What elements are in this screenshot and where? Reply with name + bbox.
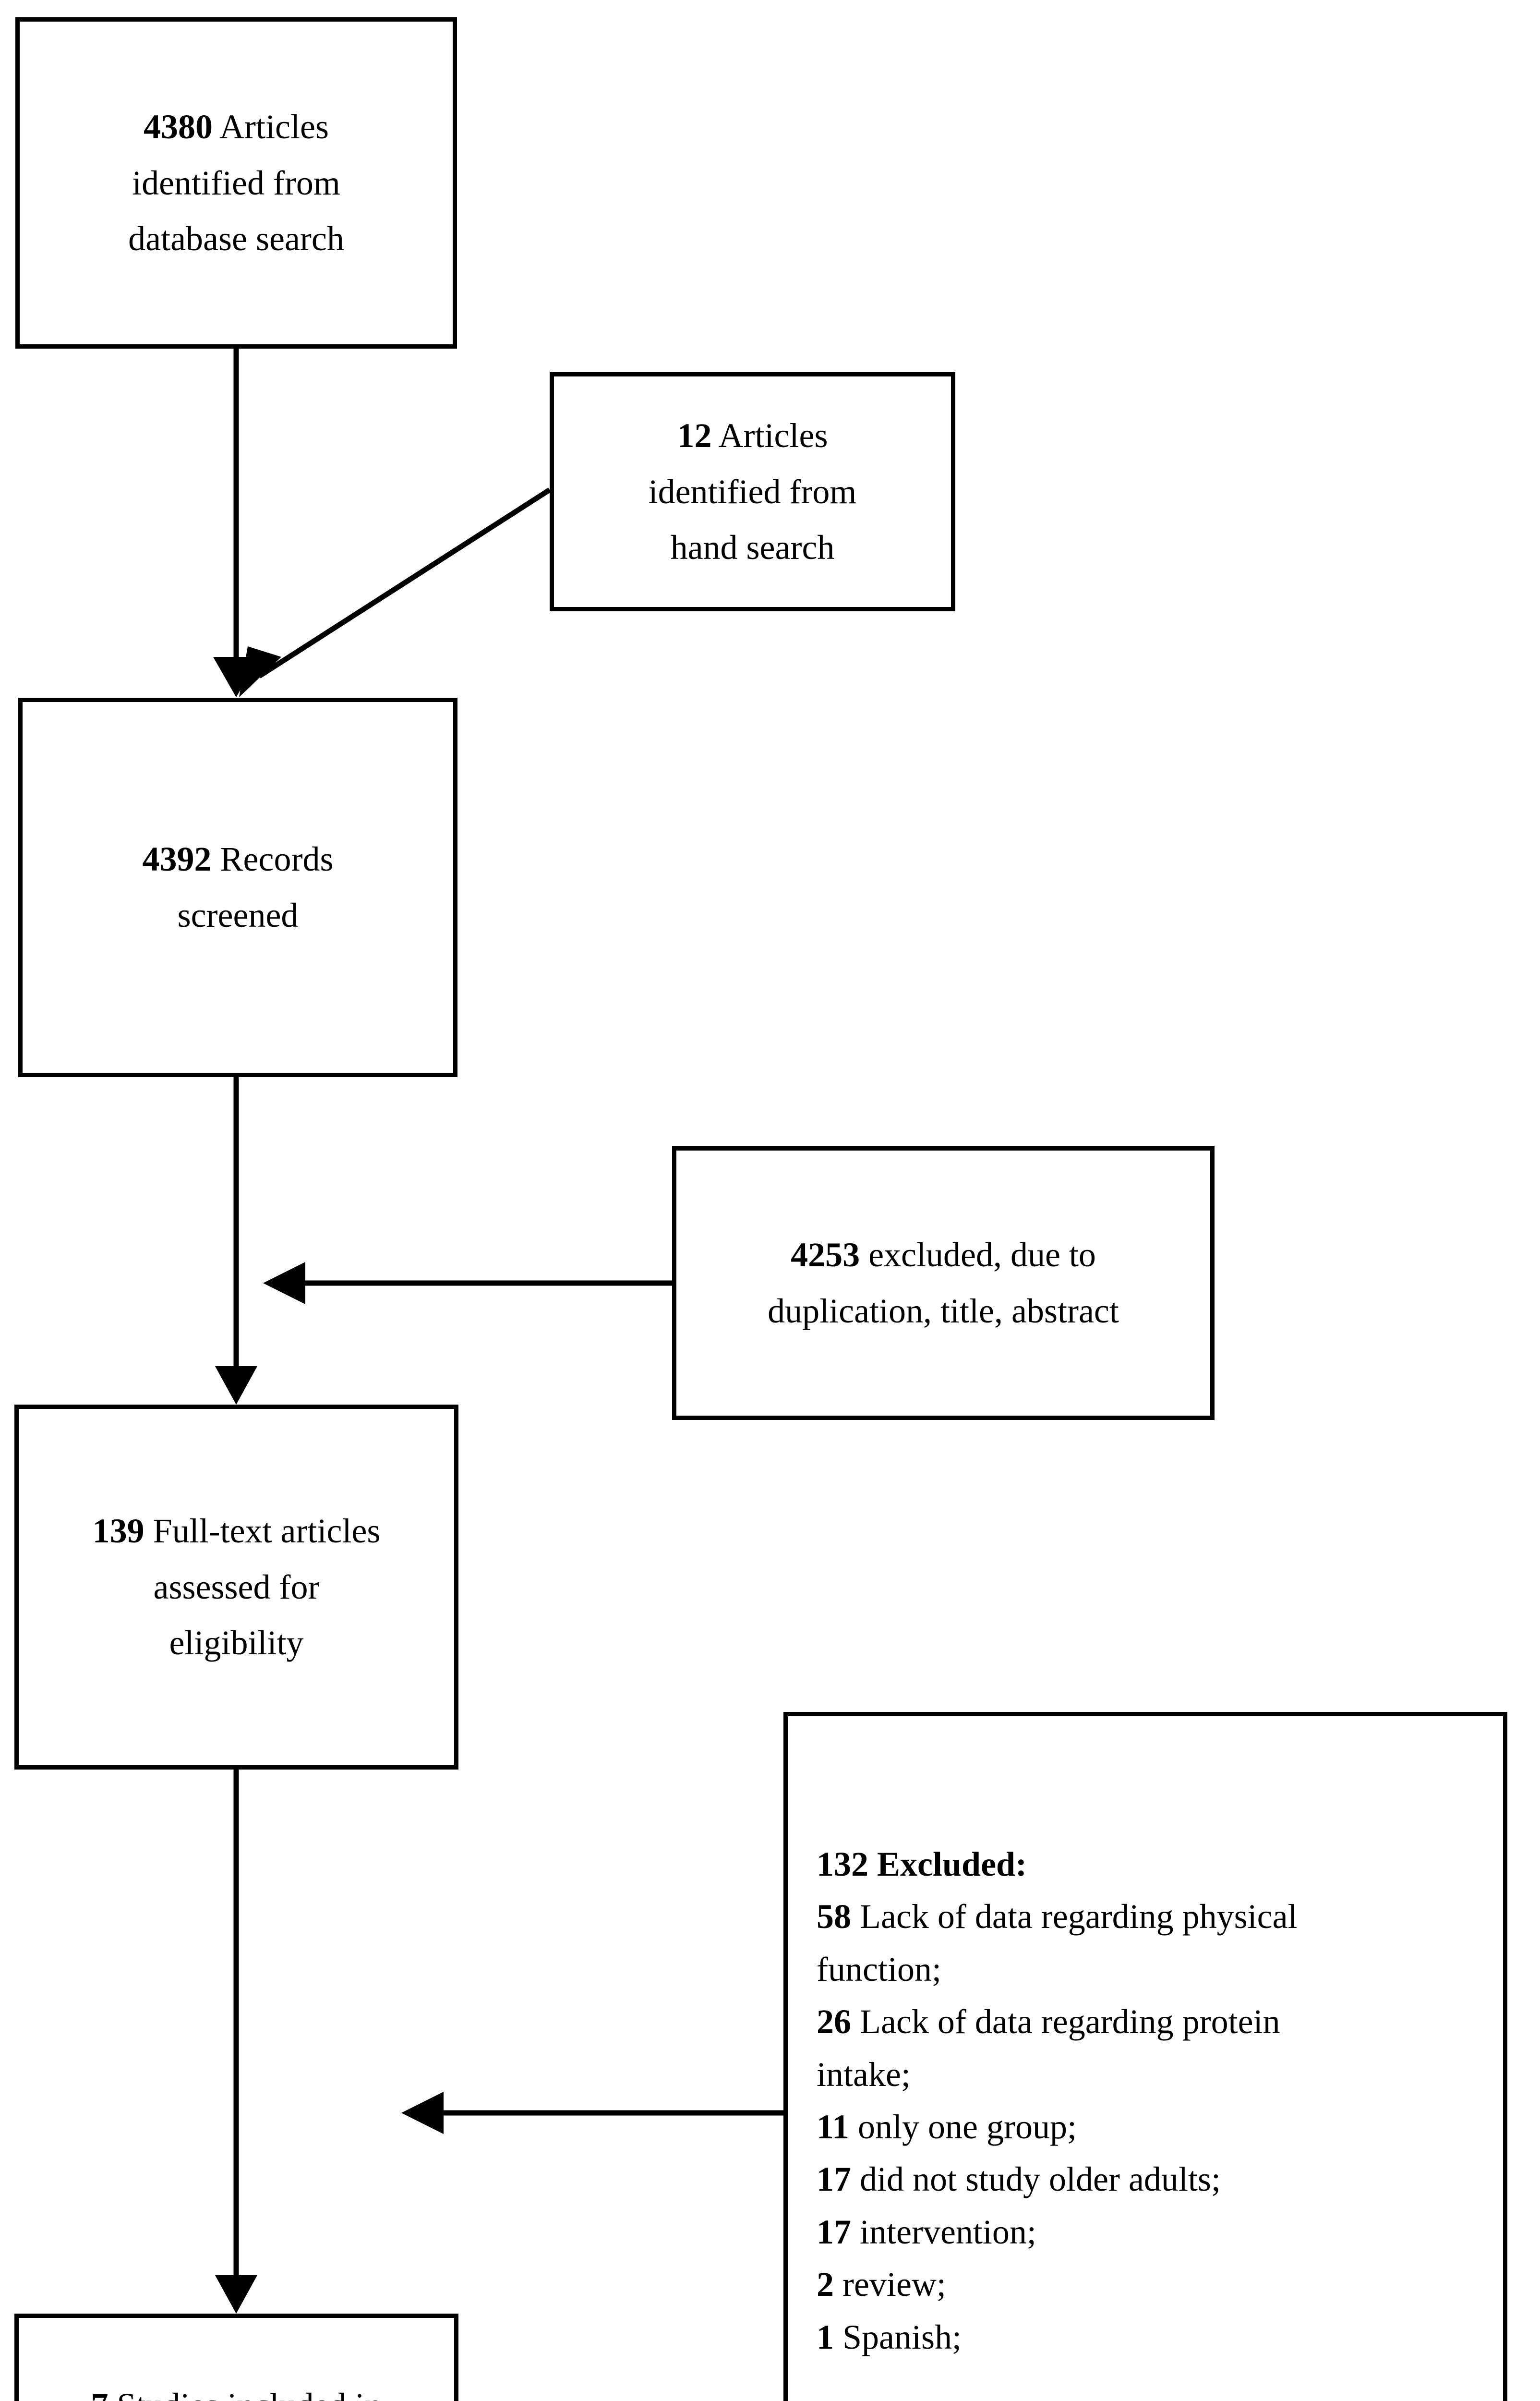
excluded-reason-row: 17 intervention; [817,2206,1474,2258]
box-fulltext-assessed-text-1: Full-text articles [144,1512,381,1551]
excluded-reason-text: Lack of data regarding protein [851,2002,1280,2041]
excluded-reason-row: 11 only one group; [817,2101,1474,2153]
box-hand-search-text-1: Articles [711,416,828,455]
box-excluded-fulltext-heading: 132 Excluded: [817,1838,1474,1891]
box-records-screened-line-1: 4392 Records [143,831,334,887]
excluded-reason-text: function; [817,1950,941,1989]
excluded-reason-row: 2 review; [817,2258,1474,2311]
excluded-reason-text: did not study older adults; [851,2160,1221,2199]
box-excluded-fulltext: 132 Excluded: 58 Lack of data regarding … [783,1712,1507,2401]
excluded-reason-row: intake; [817,2049,1474,2101]
box-fulltext-assessed-line-3: eligibility [169,1624,304,1662]
excluded-reason-count: 11 [817,2108,850,2146]
box-excluded-screening-text-1: excluded, due to [860,1236,1096,1274]
excluded-reason-text: Lack of data regarding physical [851,1897,1298,1936]
box-database-search: 4380 Articles identified from database s… [15,17,457,349]
excluded-reason-count: 17 [817,2160,851,2199]
excluded-reason-text: intake; [817,2055,911,2094]
box-hand-search-line-3: hand search [670,528,835,567]
box-excluded-screening: 4253 excluded, due to duplication, title… [672,1146,1215,1420]
box-included-text-1: Studies included in [108,2386,382,2401]
box-fulltext-assessed-count: 139 [92,1512,144,1551]
box-hand-search-count: 12 [677,416,712,455]
box-records-screened-count: 4392 [142,840,212,879]
box-fulltext-assessed-line-1: 139 Full-text articles [93,1503,381,1559]
box-database-search-line-2: identified from [132,163,340,202]
excluded-reason-count: 1 [817,2317,834,2356]
excluded-reason-text: only one group; [849,2108,1077,2146]
excluded-reason-row: 26 Lack of data regarding protein [817,1996,1474,2048]
box-database-search-count: 4380 [144,108,213,146]
connector-excluded-screening [263,1262,672,1304]
box-database-search-line-3: database search [128,219,344,258]
box-hand-search-line-2: identified from [648,472,857,511]
box-records-screened: 4392 Records screened [18,698,457,1077]
box-fulltext-assessed: 139 Full-text articles assessed for elig… [14,1405,458,1770]
excluded-reason-text: intervention; [851,2212,1036,2251]
excluded-reason-text: review; [834,2265,946,2304]
box-fulltext-assessed-line-2: assessed for [153,1567,320,1606]
connector-database-to-screened [213,349,259,697]
box-records-screened-line-2: screened [177,896,299,934]
excluded-reason-row: 58 Lack of data regarding physical [817,1891,1474,1943]
box-included-count: 7 [91,2386,108,2401]
box-records-screened-text-1: Records [211,840,334,879]
excluded-reason-count: 17 [817,2212,851,2251]
excluded-reason-row: 17 did not study older adults; [817,2153,1474,2206]
excluded-reason-row: function; [817,1943,1474,1996]
excluded-reason-count: 2 [817,2265,834,2304]
box-excluded-screening-line-1: 4253 excluded, due to [791,1227,1096,1283]
excluded-reason-row: 1 Spanish; [817,2311,1474,2364]
excluded-reason-count: 58 [817,1897,851,1936]
box-excluded-fulltext-count: 132 [817,1844,868,1883]
box-excluded-screening-count: 4253 [791,1236,860,1274]
box-database-search-line-1: 4380 Articles [144,99,329,155]
box-included-meta-analysis: 7 Studies included in meta-analysis [14,2314,458,2401]
connector-screened-to-fulltext [215,1077,257,1405]
box-hand-search: 12 Articles identified from hand search [550,372,955,611]
box-included-line-1: 7 Studies included in [91,2377,382,2401]
connector-fulltext-to-included [215,1770,257,2314]
excluded-reason-count: 26 [817,2002,851,2041]
box-database-search-text-1: Articles [213,108,329,146]
connector-hand-to-screened [239,487,551,697]
box-excluded-screening-line-2: duplication, title, abstract [768,1292,1119,1330]
box-excluded-fulltext-heading-text: Excluded: [868,1844,1027,1883]
box-hand-search-line-1: 12 Articles [677,408,828,464]
connector-excluded-fulltext [401,2092,783,2134]
excluded-reason-text: Spanish; [834,2317,962,2356]
